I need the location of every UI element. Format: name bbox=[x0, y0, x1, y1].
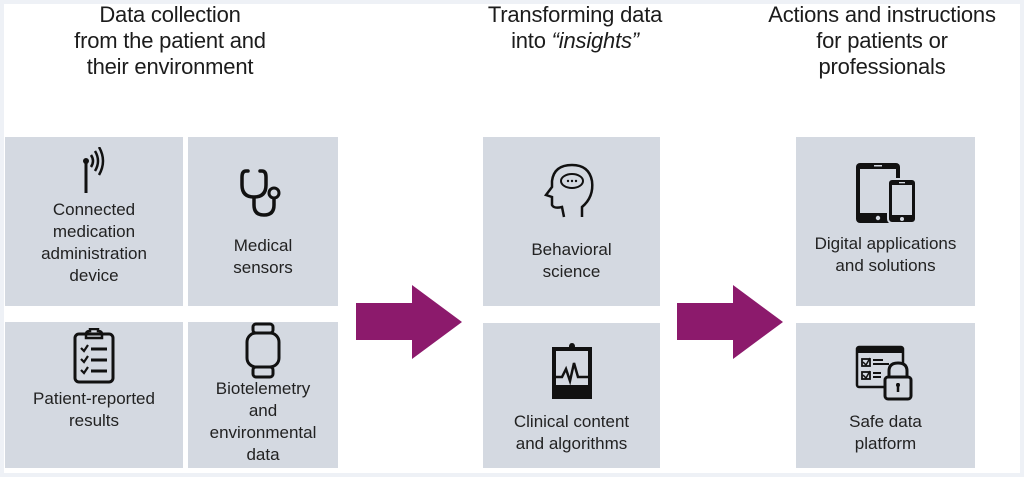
box-patient-reported-results: Patient-reported results bbox=[5, 322, 183, 468]
heading-transforming-line2: into “insights” bbox=[460, 28, 690, 54]
box-digital-applications: Digital applications and solutions bbox=[796, 137, 975, 306]
heading-data-collection: Data collection from the patient and the… bbox=[74, 2, 266, 79]
box-medical-sensors: Medical sensors bbox=[188, 137, 338, 306]
label-digital-applications: Digital applications and solutions bbox=[814, 234, 957, 275]
label-safe-data-platform: Safe data platform bbox=[849, 412, 922, 453]
right-arrow-icon bbox=[356, 285, 462, 359]
smartwatch-icon bbox=[245, 322, 281, 379]
head-thought-icon bbox=[543, 163, 594, 218]
clipboard-heartbeat-icon bbox=[551, 343, 592, 399]
heading-into-text: into bbox=[511, 28, 552, 53]
antenna-signal-icon bbox=[83, 147, 105, 193]
heading-insights-em: “insights” bbox=[551, 28, 639, 53]
right-arrow-icon bbox=[677, 285, 783, 359]
secure-form-lock-icon bbox=[855, 345, 912, 401]
tablet-phone-icon bbox=[855, 163, 917, 224]
box-behavioral-science: Behavioral science bbox=[483, 137, 660, 306]
box-clinical-content-algorithms: Clinical content and algorithms bbox=[483, 323, 660, 468]
label-connected-medication-device: Connected medication administration devi… bbox=[41, 200, 147, 285]
label-patient-reported-results: Patient-reported results bbox=[33, 389, 155, 430]
label-clinical-content-algorithms: Clinical content and algorithms bbox=[513, 412, 630, 453]
box-safe-data-platform: Safe data platform bbox=[796, 323, 975, 468]
box-connected-medication-device: Connected medication administration devi… bbox=[5, 137, 183, 306]
label-biotelemetry-environmental: Biotelemetry and environmental data bbox=[209, 379, 317, 464]
label-behavioral-science: Behavioral science bbox=[531, 240, 612, 281]
box-biotelemetry-environmental: Biotelemetry and environmental data bbox=[188, 322, 338, 468]
heading-transforming-data: Transforming data into “insights” bbox=[460, 2, 690, 54]
heading-actions-instructions: Actions and instructions for patients or… bbox=[768, 2, 996, 79]
label-medical-sensors: Medical sensors bbox=[233, 236, 293, 277]
heading-transforming-line1: Transforming data bbox=[487, 2, 663, 27]
stethoscope-icon bbox=[240, 169, 281, 217]
clipboard-checklist-icon bbox=[73, 328, 115, 384]
